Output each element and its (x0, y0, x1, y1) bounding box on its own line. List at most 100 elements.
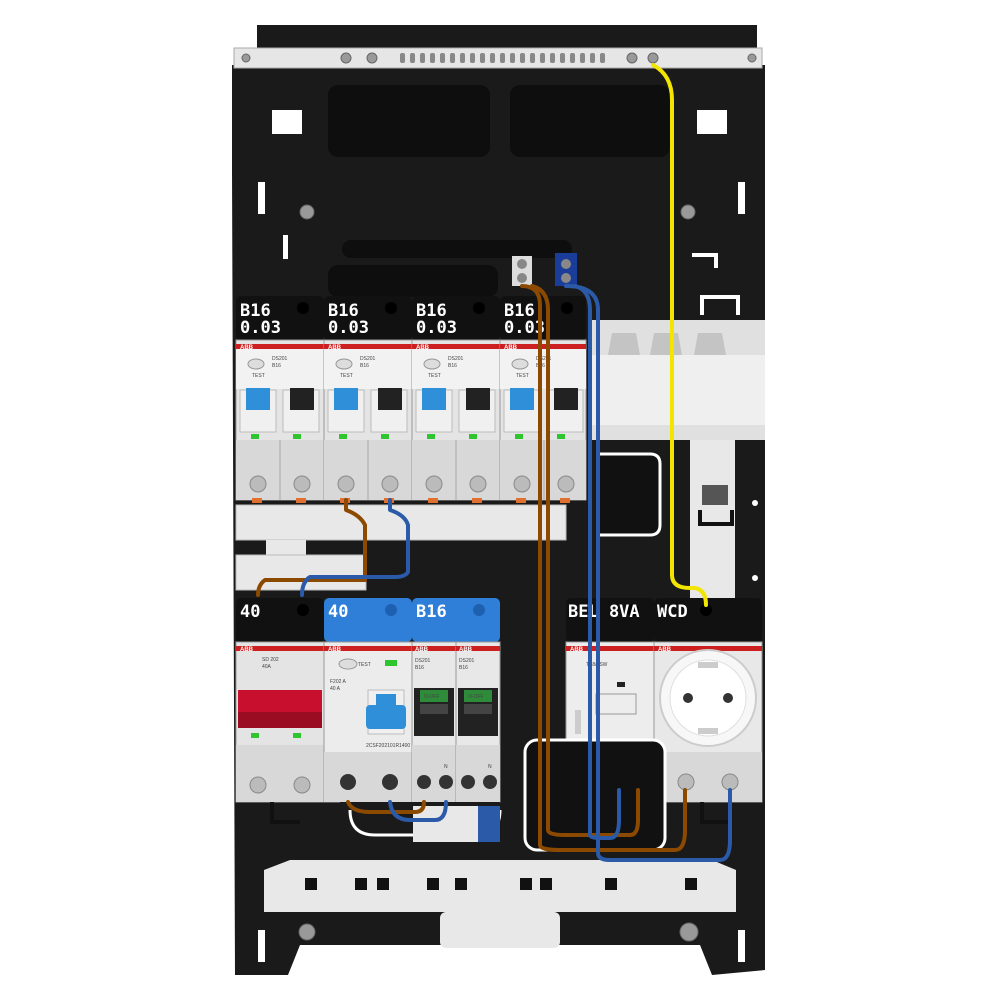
row2-label-mcb-text: B16 (416, 602, 447, 622)
vent-slots (400, 53, 605, 63)
row2-label-main-switch: 40 (236, 598, 324, 642)
rcbo-4-test-label: TEST (516, 373, 529, 379)
phase-wire-brown-feed (520, 284, 687, 852)
row1-label-strip: B16 0.03 B16 0.03 B16 0.03 B16 0.03 (236, 296, 586, 340)
rcd-test-button[interactable] (338, 658, 358, 670)
row1-rcbo-devices: ABB TEST DS201 B16 ABB TEST DS201 B16 (235, 339, 587, 503)
rcbo-1: ABB TEST DS201 B16 (235, 339, 325, 501)
mcb-2-state: O-OFF (468, 694, 484, 700)
row2-label-rcd-text: 40 (328, 602, 348, 622)
rcbo-3-toggle[interactable] (422, 388, 446, 410)
main-switch-rating: 40A (262, 664, 272, 670)
main-switch-model: SD 202 (262, 657, 279, 663)
rcbo-1-model: DS201 (272, 356, 288, 362)
right-mounting-bracket (588, 320, 765, 600)
mcb-1-neutral: N (444, 764, 448, 770)
rcbo-3-test-label: TEST (428, 373, 441, 379)
panel-screws (298, 204, 699, 942)
rcd-part-number: 2CSF202101R1400 (366, 743, 410, 749)
jumper-wire-brown (256, 498, 367, 597)
main-switch-brand: ABB (240, 647, 254, 653)
rcbo-2-rating: B16 (360, 363, 369, 369)
row1-label-2-rating: B16 (328, 301, 359, 321)
wiring (256, 63, 732, 862)
rcbo-4-toggle-n[interactable] (554, 388, 578, 410)
busbar-comb (235, 504, 567, 591)
rcbo-4: ABB TEST DS201 B16 (499, 339, 587, 501)
mcb-2-neutral: N (488, 764, 492, 770)
socket-pin-hole-right (723, 693, 733, 703)
row2-devices: ABB SD 202 40A ABB TEST F202 A 40 A 2CSF… (235, 641, 763, 803)
rcbo-1-test-label: TEST (252, 373, 265, 379)
rcbo-2-toggle-n[interactable] (378, 388, 402, 410)
rcd-rating: 40 A (330, 686, 341, 692)
din-socket: ABB (653, 641, 763, 803)
row2-label-socket: WCD (654, 598, 762, 642)
mcb-1-handle[interactable] (420, 704, 448, 714)
row1-label-2-sensitivity: 0.03 (328, 318, 369, 338)
rcd-toggle[interactable] (366, 705, 406, 729)
row1-label-1-sensitivity: 0.03 (240, 318, 281, 338)
rcbo-3: ABB TEST DS201 B16 (411, 339, 501, 501)
neutral-wire-blue-2 (573, 284, 621, 840)
rcbo-2-test-label: TEST (340, 373, 353, 379)
mcb-1-rating: B16 (415, 665, 424, 671)
rcbo-3-rating: B16 (448, 363, 457, 369)
rcbo-2: ABB TEST DS201 B16 (323, 339, 413, 501)
rcbo-4-brand: ABB (504, 345, 518, 351)
bell-transformer-brand: ABB (570, 647, 584, 653)
neutral-wire-blue-feed (564, 284, 732, 862)
rcd-mcb-link-blue (388, 800, 448, 822)
rcbo-1-rating: B16 (272, 363, 281, 369)
mcb-2-rating: B16 (459, 665, 468, 671)
rcd-model: F202 A (330, 679, 347, 685)
row2-label-main-switch-text: 40 (240, 602, 260, 622)
mcb-1-state: O-OFF (424, 694, 440, 700)
mcb-2: ABB DS201 B16 O-OFF N (455, 641, 501, 803)
row1-label-3: B16 0.03 (412, 296, 500, 340)
row1-label-1-rating: B16 (240, 301, 271, 321)
row1-label-2: B16 0.03 (324, 296, 412, 340)
mcb-2-model: DS201 (459, 658, 475, 664)
row2-label-rcd: 40 (324, 598, 412, 642)
rcbo-1-brand: ABB (240, 345, 254, 351)
rcbo-1-toggle-n[interactable] (290, 388, 314, 410)
row2-label-strip: 40 40 B16 BEL 8VA WCD (236, 598, 762, 642)
mcb-1: ABB DS201 B16 O-OFF N (411, 641, 457, 803)
top-rail (233, 47, 763, 69)
rcbo-3-brand: ABB (416, 345, 430, 351)
row2-label-bell-text: BEL 8VA (568, 602, 640, 622)
rcbo-2-toggle[interactable] (334, 388, 358, 410)
row1-label-3-rating: B16 (416, 301, 447, 321)
row1-label-4-rating: B16 (504, 301, 535, 321)
mcb-2-brand: ABB (459, 647, 473, 653)
mcb-1-model: DS201 (415, 658, 431, 664)
rcd-test-label: TEST (358, 662, 371, 668)
earth-wire-yellow (651, 63, 708, 607)
jumper-wire-blue (300, 498, 410, 597)
rcbo-3-toggle-n[interactable] (466, 388, 490, 410)
row1-label-1: B16 0.03 (236, 296, 324, 340)
rail-screws (241, 52, 757, 64)
row1-label-4-sensitivity: 0.03 (504, 318, 545, 338)
row1-label-4: B16 0.03 (500, 296, 586, 340)
rcbo-2-brand: ABB (328, 345, 342, 351)
phase-wire-brown-2 (530, 284, 640, 837)
rcd-brand: ABB (328, 647, 342, 653)
mcb-2-handle[interactable] (464, 704, 492, 714)
socket-pin-hole-left (683, 693, 693, 703)
row2-label-bell: BEL 8VA (566, 598, 654, 642)
main-switch: ABB SD 202 40A (235, 641, 325, 803)
top-terminal-block (512, 253, 577, 286)
rcbo-4-model: DS201 (536, 356, 552, 362)
socket-brand: ABB (658, 647, 672, 653)
row1-label-3-sensitivity: 0.03 (416, 318, 457, 338)
blue-terminal-block (478, 806, 500, 842)
rcbo-3-model: DS201 (448, 356, 464, 362)
rcbo-4-toggle[interactable] (510, 388, 534, 410)
row2-label-socket-text: WCD (657, 602, 688, 622)
row2-label-mcb: B16 (412, 598, 500, 642)
rcd-device: ABB TEST F202 A 40 A 2CSF202101R1400 (323, 641, 413, 803)
rcbo-1-toggle[interactable] (246, 388, 270, 410)
